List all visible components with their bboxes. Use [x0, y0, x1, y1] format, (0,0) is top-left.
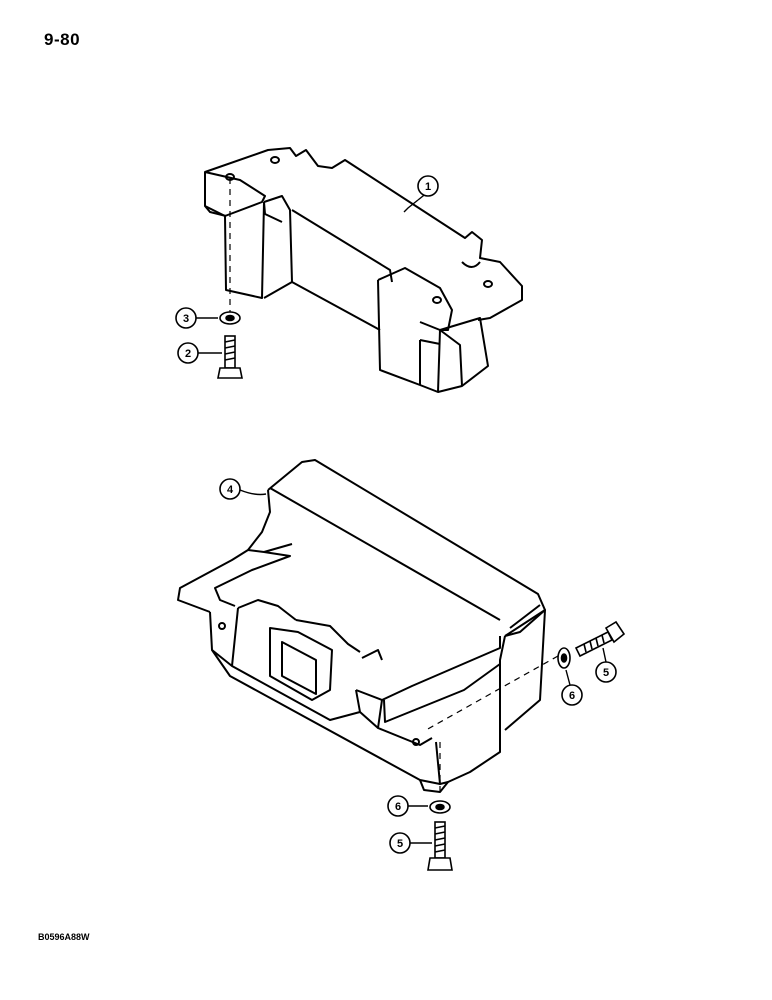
callout-2: 2 — [177, 342, 222, 364]
guide-line-bolt-5a — [425, 655, 559, 731]
drawing-code: B0596A88W — [38, 932, 90, 942]
callout-5-bottom: 5 — [389, 832, 432, 854]
callout-6-right-label: 6 — [569, 690, 575, 702]
callout-5-bottom-label: 5 — [397, 838, 403, 850]
callout-5-right: 5 — [595, 647, 617, 683]
bracket-part-1 — [204, 147, 523, 393]
callout-1: 1 — [403, 175, 439, 213]
callout-4-label: 4 — [227, 484, 234, 496]
callout-3-label: 3 — [183, 313, 189, 325]
callout-6-right: 6 — [561, 669, 583, 706]
page-number: 9-80 — [44, 30, 81, 49]
bolt-5-horizontal — [574, 620, 626, 658]
washer-6-side — [557, 647, 571, 669]
counterweight-part-4 — [177, 459, 546, 793]
callout-2-label: 2 — [185, 348, 191, 360]
bolt-5-vertical — [427, 821, 453, 871]
washer-6-bottom — [429, 800, 451, 814]
callout-3: 3 — [175, 307, 218, 329]
callout-1-label: 1 — [425, 181, 431, 193]
bolt-2 — [217, 335, 243, 379]
callout-5-right-label: 5 — [603, 667, 609, 679]
callout-6-bottom: 6 — [387, 795, 428, 817]
callout-6-bottom-label: 6 — [395, 801, 401, 813]
washer-3 — [219, 311, 241, 325]
callout-4: 4 — [219, 478, 267, 500]
